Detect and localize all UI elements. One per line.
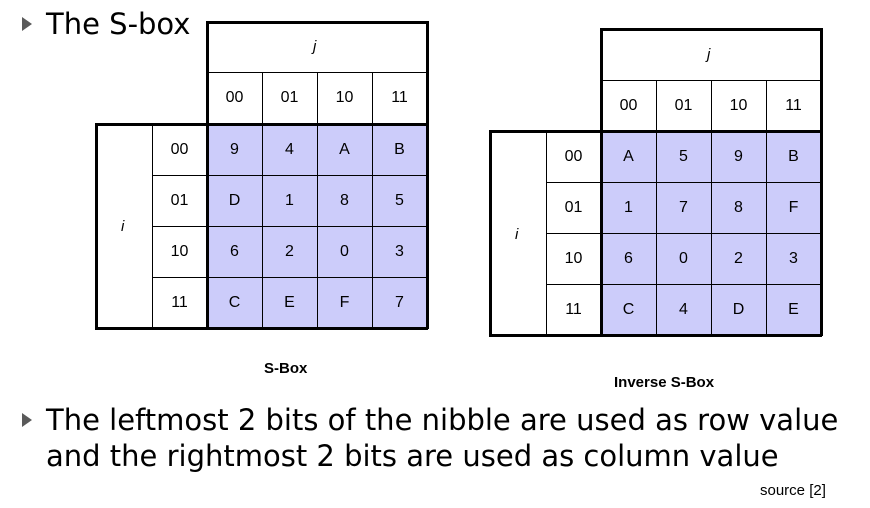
- sbox-cell: 3: [789, 249, 798, 267]
- sbox-cell: 9: [230, 140, 239, 158]
- sbox-cell: 1: [285, 191, 294, 209]
- bullet-text: The S-box: [46, 7, 191, 41]
- sbox-caption: S-Box: [264, 360, 308, 377]
- sbox-cell: 1: [624, 198, 633, 216]
- grid-line: [711, 80, 712, 335]
- sbox-cell: C: [228, 293, 241, 311]
- bullet-arrow-icon: [22, 413, 32, 427]
- sbox-cell: 0: [340, 242, 349, 260]
- sbox-cell: 7: [395, 293, 404, 311]
- border-line: [489, 130, 492, 336]
- row-axis-label: i: [121, 218, 125, 235]
- sbox-cell: 7: [679, 198, 688, 216]
- row-header: 01: [170, 191, 189, 209]
- border-line: [95, 123, 208, 126]
- sbox-cell: 2: [734, 249, 743, 267]
- grid-line: [207, 72, 427, 73]
- sbox-cell: F: [339, 293, 350, 311]
- row-header: 00: [564, 147, 583, 165]
- sbox-cell: 0: [679, 249, 688, 267]
- column-header: 01: [674, 96, 693, 114]
- row-header: 10: [170, 242, 189, 260]
- bullet-sbox: The S-box: [22, 6, 190, 42]
- border-line: [206, 123, 428, 126]
- bullet-row-column: The leftmost 2 bits of the nibble are us…: [22, 402, 838, 474]
- sbox-cell: 5: [679, 147, 688, 165]
- bullet-arrow-icon: [22, 17, 32, 31]
- sbox-cell: A: [339, 140, 350, 158]
- border-line: [600, 130, 603, 336]
- sbox-cell: 3: [395, 242, 404, 260]
- border-line: [600, 130, 822, 133]
- row-header: 10: [564, 249, 583, 267]
- border-line: [95, 327, 428, 330]
- border-line: [206, 123, 209, 329]
- grid-line: [372, 72, 373, 328]
- grid-line: [152, 277, 427, 278]
- row-header: 11: [171, 293, 188, 311]
- sbox-cell: D: [228, 191, 241, 209]
- grid-line: [152, 226, 427, 227]
- grid-line: [546, 284, 821, 285]
- column-header: 11: [785, 96, 802, 114]
- sbox-cell: E: [788, 300, 799, 318]
- grid-line: [546, 182, 821, 183]
- sbox-cell: F: [788, 198, 799, 216]
- grid-line: [656, 80, 657, 335]
- column-header: 11: [391, 89, 408, 106]
- sbox-cell: C: [622, 300, 635, 318]
- border-line: [600, 28, 822, 31]
- sbox-cell: 2: [285, 242, 294, 260]
- row-axis-label: i: [515, 226, 519, 243]
- col-axis-label: j: [707, 46, 711, 63]
- row-header: 11: [565, 300, 582, 318]
- border-line: [426, 21, 429, 329]
- column-header: 10: [335, 89, 354, 106]
- grid-line: [546, 131, 547, 335]
- grid-line: [262, 72, 263, 328]
- border-line: [206, 21, 209, 125]
- sbox-cell: 4: [679, 300, 688, 318]
- border-line: [206, 21, 428, 24]
- bullet-line-2: and the rightmost 2 bits are used as col…: [46, 439, 779, 473]
- sbox-cell: 8: [734, 198, 743, 216]
- sbox-cell: E: [284, 293, 295, 311]
- sbox-cell: B: [394, 140, 405, 158]
- grid-line: [152, 124, 153, 328]
- row-header: 01: [564, 198, 583, 216]
- grid-line: [152, 175, 427, 176]
- grid-line: [766, 80, 767, 335]
- sbox-cell: 9: [734, 147, 743, 165]
- grid-line: [317, 72, 318, 328]
- column-header: 00: [619, 96, 638, 114]
- border-line: [600, 28, 603, 132]
- bullet-line-1: The leftmost 2 bits of the nibble are us…: [46, 403, 839, 437]
- sbox-cell: D: [732, 300, 745, 318]
- sbox-cell: A: [623, 147, 634, 165]
- sbox-cell: 6: [624, 249, 633, 267]
- border-line: [489, 130, 602, 133]
- row-header: 00: [170, 140, 189, 158]
- column-header: 10: [729, 96, 748, 114]
- border-line: [489, 334, 822, 337]
- sbox-cell: 4: [285, 140, 294, 158]
- inverse-sbox-caption: Inverse S-Box: [614, 374, 715, 391]
- border-line: [95, 123, 98, 329]
- sbox-cell: 5: [395, 191, 404, 209]
- column-header: 00: [225, 89, 244, 106]
- grid-line: [546, 233, 821, 234]
- sbox-cell: 6: [230, 242, 239, 260]
- bullet-text: The leftmost 2 bits of the nibble are us…: [46, 402, 838, 474]
- column-header: 01: [280, 89, 299, 106]
- sbox-cell: 8: [340, 191, 349, 209]
- border-line: [820, 28, 823, 336]
- sbox-cell: B: [788, 147, 799, 165]
- col-axis-label: j: [313, 38, 317, 55]
- grid-line: [601, 80, 821, 81]
- source-note: source [2]: [760, 482, 826, 499]
